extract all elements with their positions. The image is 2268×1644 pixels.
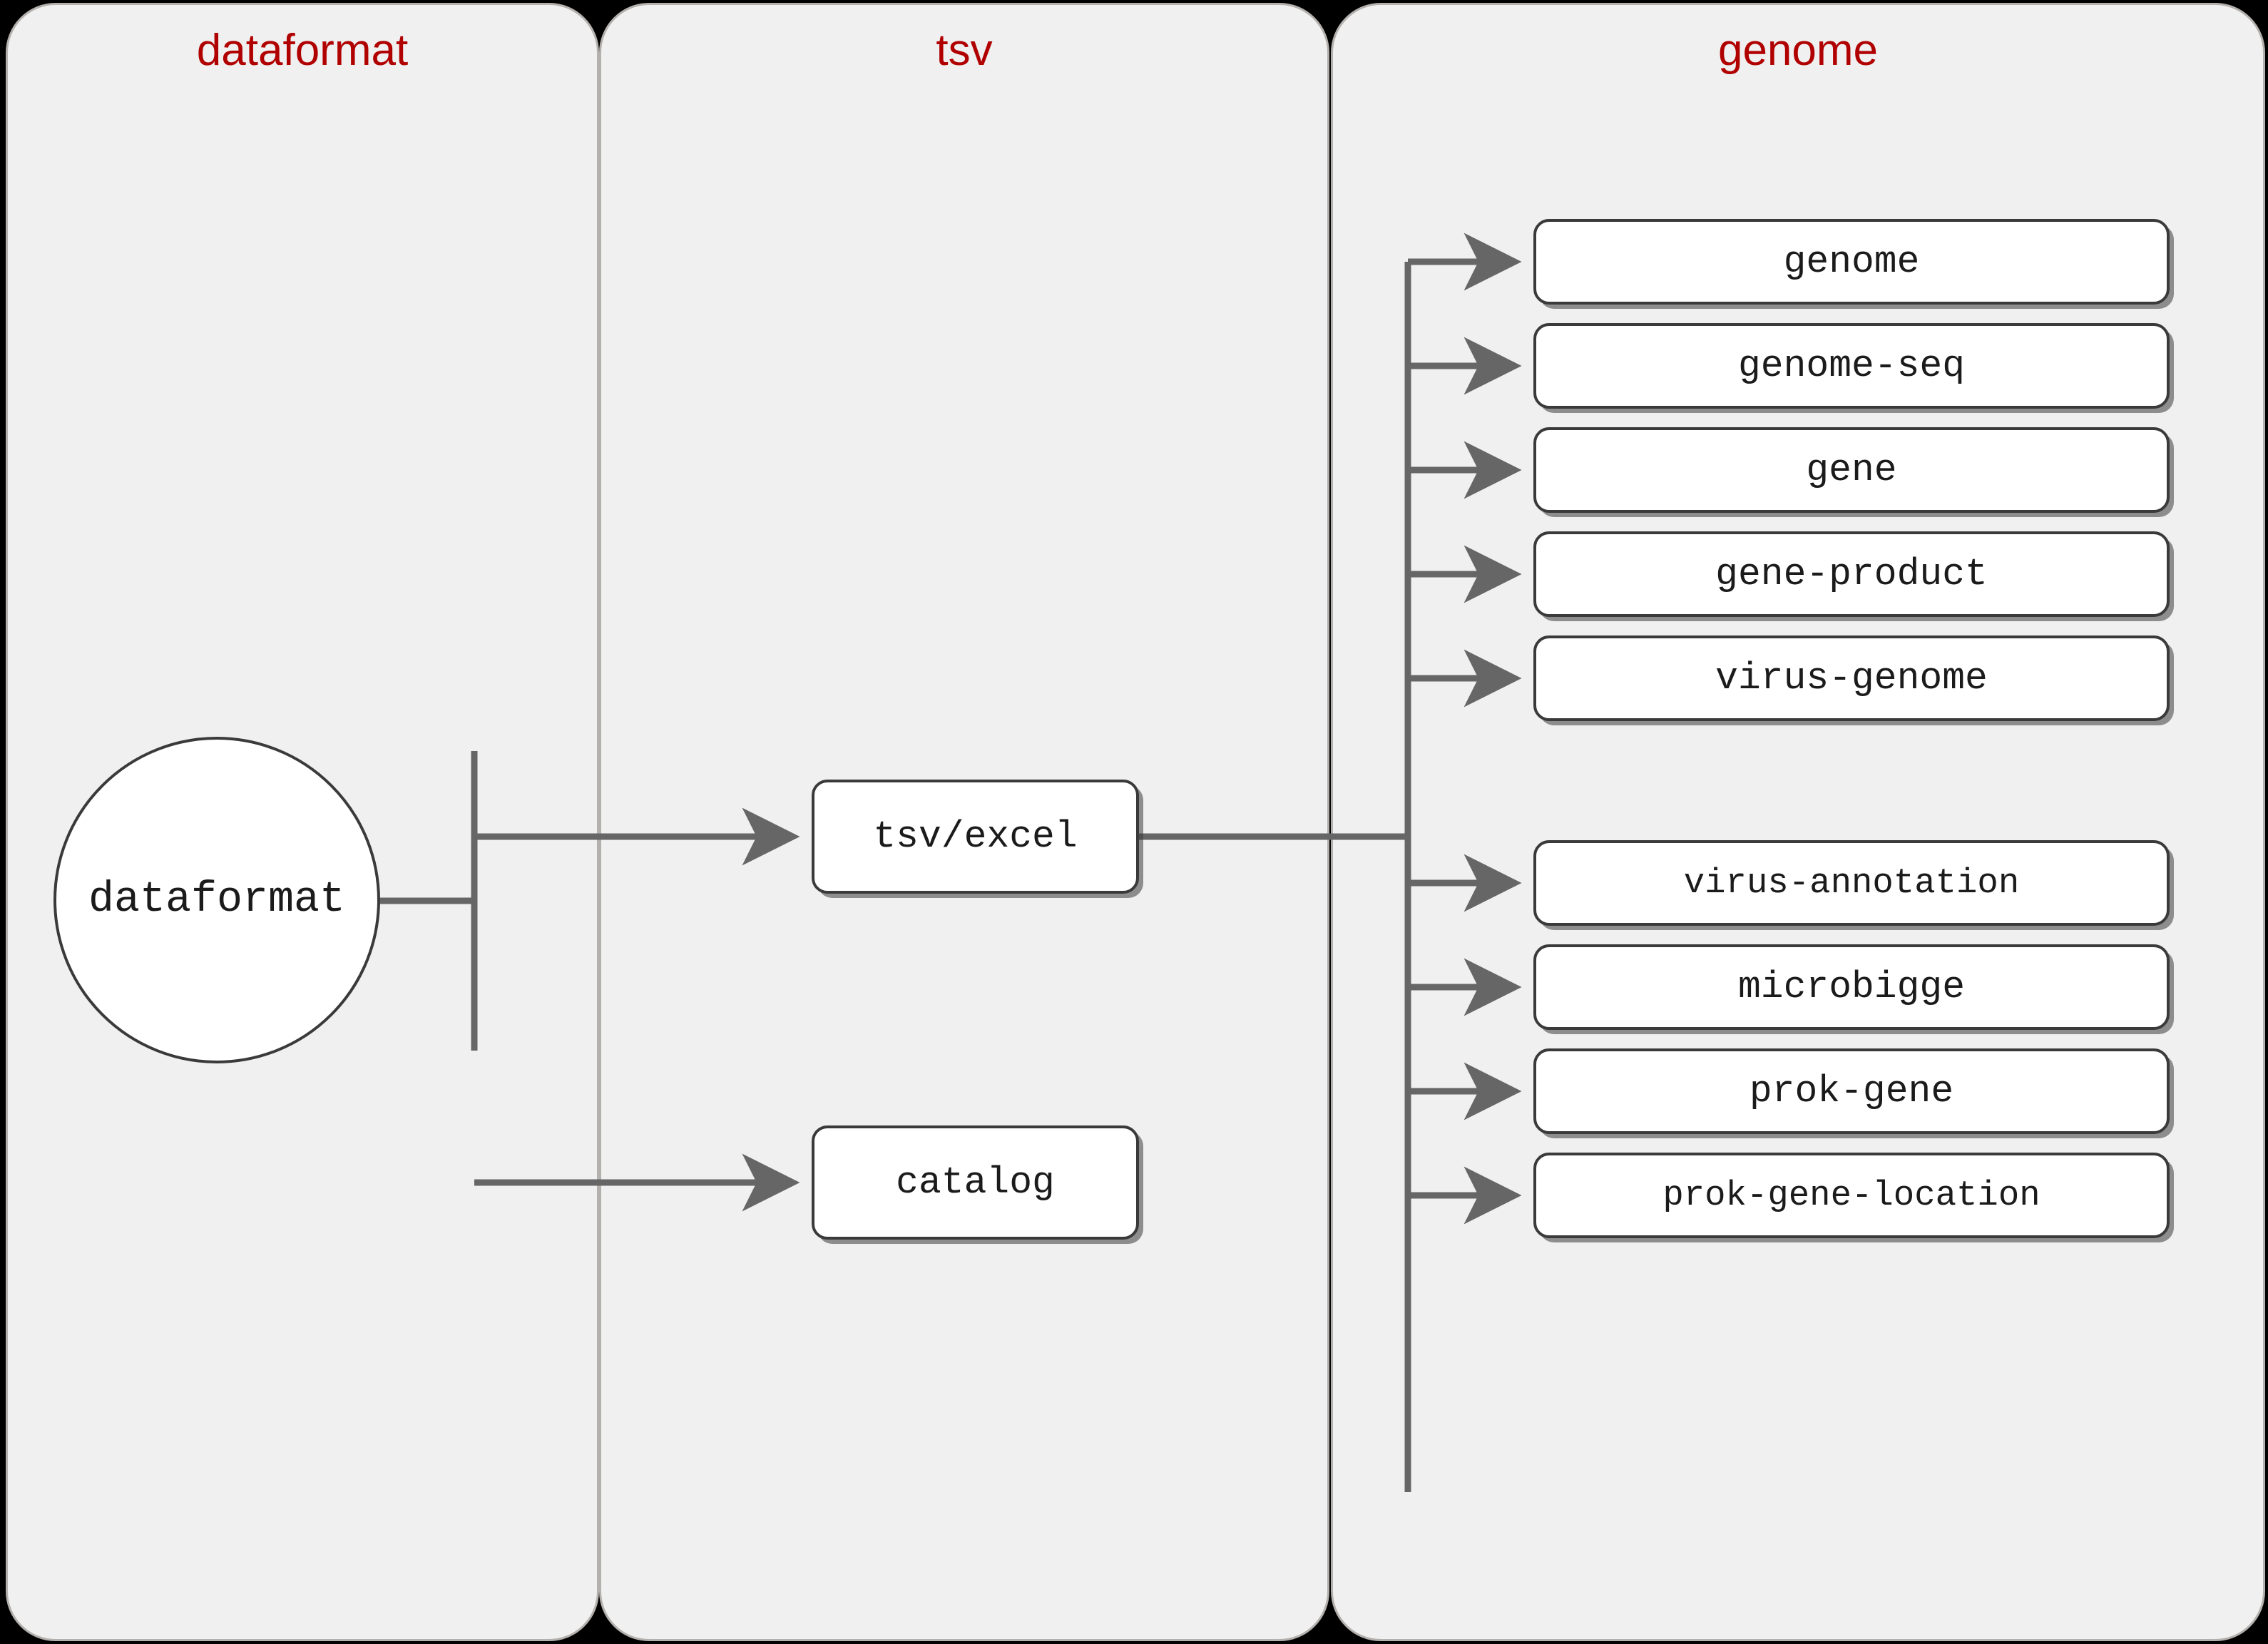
node-label: gene-product [1715,553,1988,596]
node-label: prok-gene [1749,1070,1954,1113]
node-label: prok-gene-location [1662,1175,2040,1215]
node-gene[interactable]: gene [1533,427,2170,513]
node-label: gene [1806,449,1897,491]
node-label: genome-seq [1737,344,1966,387]
node-label: dataformat [88,876,346,924]
node-virus-genome[interactable]: virus-genome [1533,635,2170,721]
node-label: tsv/excel [873,815,1078,858]
node-prok-gene-location[interactable]: prok-gene-location [1533,1153,2170,1238]
node-catalog[interactable]: catalog [812,1125,1139,1240]
node-dataformat[interactable]: dataformat [53,737,380,1063]
node-prok-gene[interactable]: prok-gene [1533,1048,2170,1134]
node-virus-annotation[interactable]: virus-annotation [1533,840,2170,926]
node-label: catalog [896,1161,1055,1204]
lane-title-tsv: tsv [936,26,993,75]
lane-title-genome: genome [1717,26,1879,75]
node-genome[interactable]: genome [1533,219,2170,305]
node-tsv-excel[interactable]: tsv/excel [812,780,1139,894]
lane-title-dataformat: dataformat [196,26,409,75]
node-microbigge[interactable]: microbigge [1533,944,2170,1030]
node-label: genome [1783,240,1920,283]
node-gene-product[interactable]: gene-product [1533,531,2170,617]
node-genome-seq[interactable]: genome-seq [1533,323,2170,409]
node-label: virus-genome [1715,657,1988,700]
node-label: virus-annotation [1683,863,2020,903]
node-label: microbigge [1737,966,1966,1009]
